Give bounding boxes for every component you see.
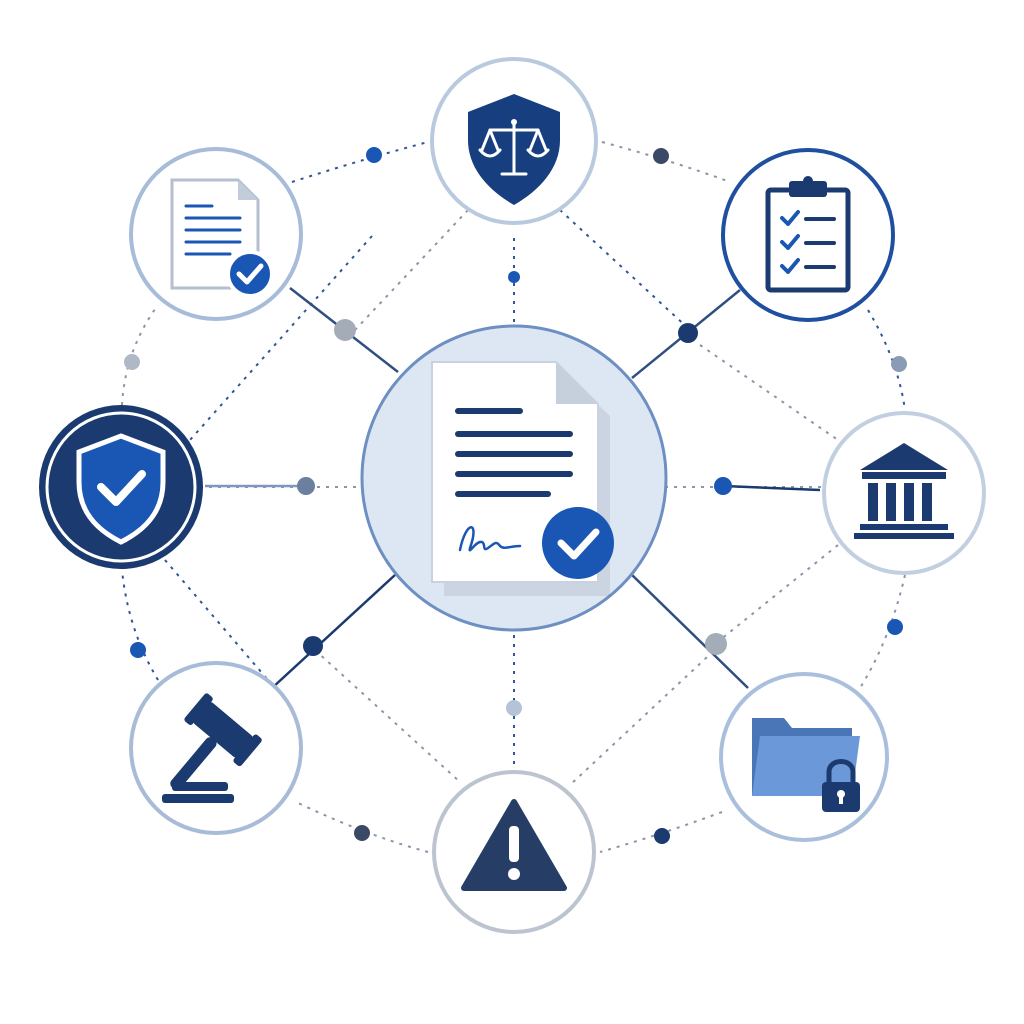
dot [124,354,140,370]
security-shield-node [39,405,203,569]
checklist-node [721,148,895,322]
dot [130,642,146,658]
arc-gavel-to-shield [121,569,159,681]
bank-building-icon [854,443,954,539]
signed-contract-hub [360,324,668,632]
link-folder-warning-web [569,644,721,786]
dot [508,271,520,283]
arc-scales-to-checklist [601,141,731,183]
dot [678,323,698,343]
arc-shield-to-doc [121,304,159,406]
risk-warning-node [432,770,596,934]
shield-check-icon [76,433,166,545]
link-scales-center-left [354,209,469,331]
spoke-gavel-center [271,574,396,689]
dot [714,477,732,495]
secure-folder-node [719,672,889,842]
spoke-bank-center [723,484,821,492]
warning-triangle-icon [461,799,567,891]
arc-doc-to-scales [291,141,429,183]
document-check-icon [170,178,274,298]
dot [705,633,727,655]
gavel-node [129,661,303,835]
dot [366,147,382,163]
scales-shield-icon [468,94,560,205]
signed-document-check-icon [431,361,614,596]
link-bank-folder-web [719,544,839,641]
link-gavel-warning-web [314,649,461,783]
institution-node [822,411,986,575]
dot [891,356,907,372]
legal-shield-node [430,57,598,225]
connection-dots [124,147,907,844]
link-scales-center-right [559,209,691,331]
spoke-folder-center [631,574,749,689]
dot [354,825,370,841]
dot [334,319,356,341]
dot [654,828,670,844]
link-doc-shield-cross [189,235,373,441]
dot [297,477,315,495]
dot [887,619,903,635]
arc-bank-to-folder [859,574,906,689]
gavel-icon [162,693,262,803]
dot [653,148,669,164]
dot [506,700,522,716]
link-checklist-bank-web [699,344,839,441]
clipboard-checklist-icon [765,176,851,293]
dot [303,636,323,656]
locked-folder-icon [752,718,860,812]
verified-document-node [129,147,303,321]
